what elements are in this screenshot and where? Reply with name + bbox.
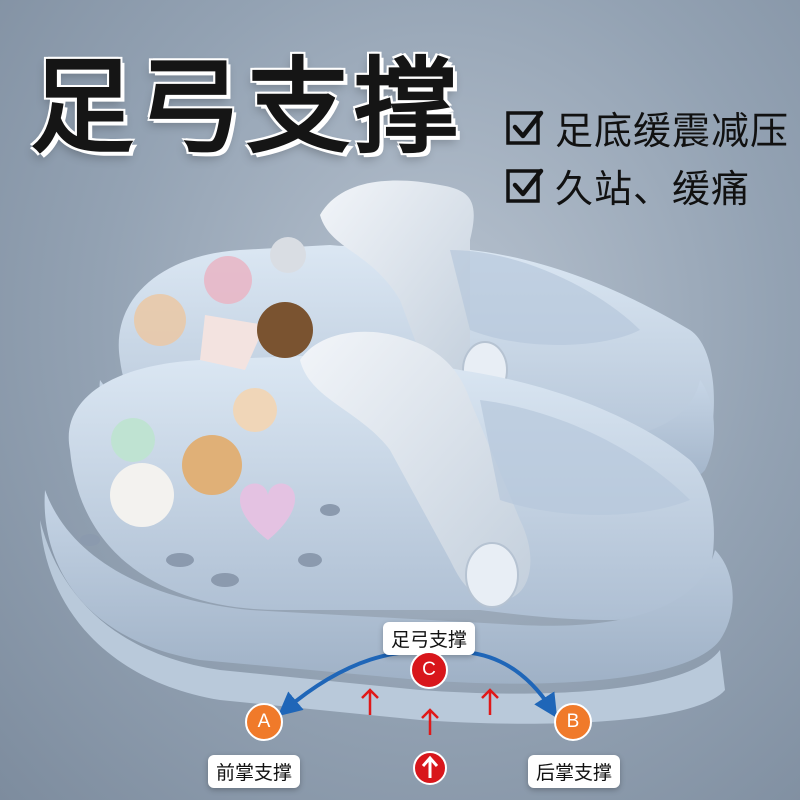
arch-support-label: 足弓支撑 xyxy=(383,622,476,655)
checkbox-checked-icon xyxy=(506,110,544,145)
up-arrow-icon xyxy=(361,688,499,735)
point-a-badge: A xyxy=(245,703,283,741)
headline-title: 足弓支撑 xyxy=(30,46,463,168)
heel-support-label: 后掌支撑 xyxy=(528,755,621,788)
feature-text: 足底缓震减压 xyxy=(555,108,790,153)
charm-decorations xyxy=(110,237,313,540)
checkbox-checked-icon xyxy=(506,168,544,203)
feature-list: 足底缓震减压 久站、缓痛 xyxy=(505,98,789,214)
point-b-badge: B xyxy=(554,703,592,741)
feature-item: 足底缓震减压 xyxy=(505,98,789,156)
front-clog xyxy=(40,331,733,724)
feature-text: 久站、缓痛 xyxy=(555,166,751,211)
forefoot-support-label: 前掌支撑 xyxy=(208,755,301,788)
point-c-badge: C xyxy=(410,651,448,689)
feature-item: 久站、缓痛 xyxy=(505,156,789,214)
